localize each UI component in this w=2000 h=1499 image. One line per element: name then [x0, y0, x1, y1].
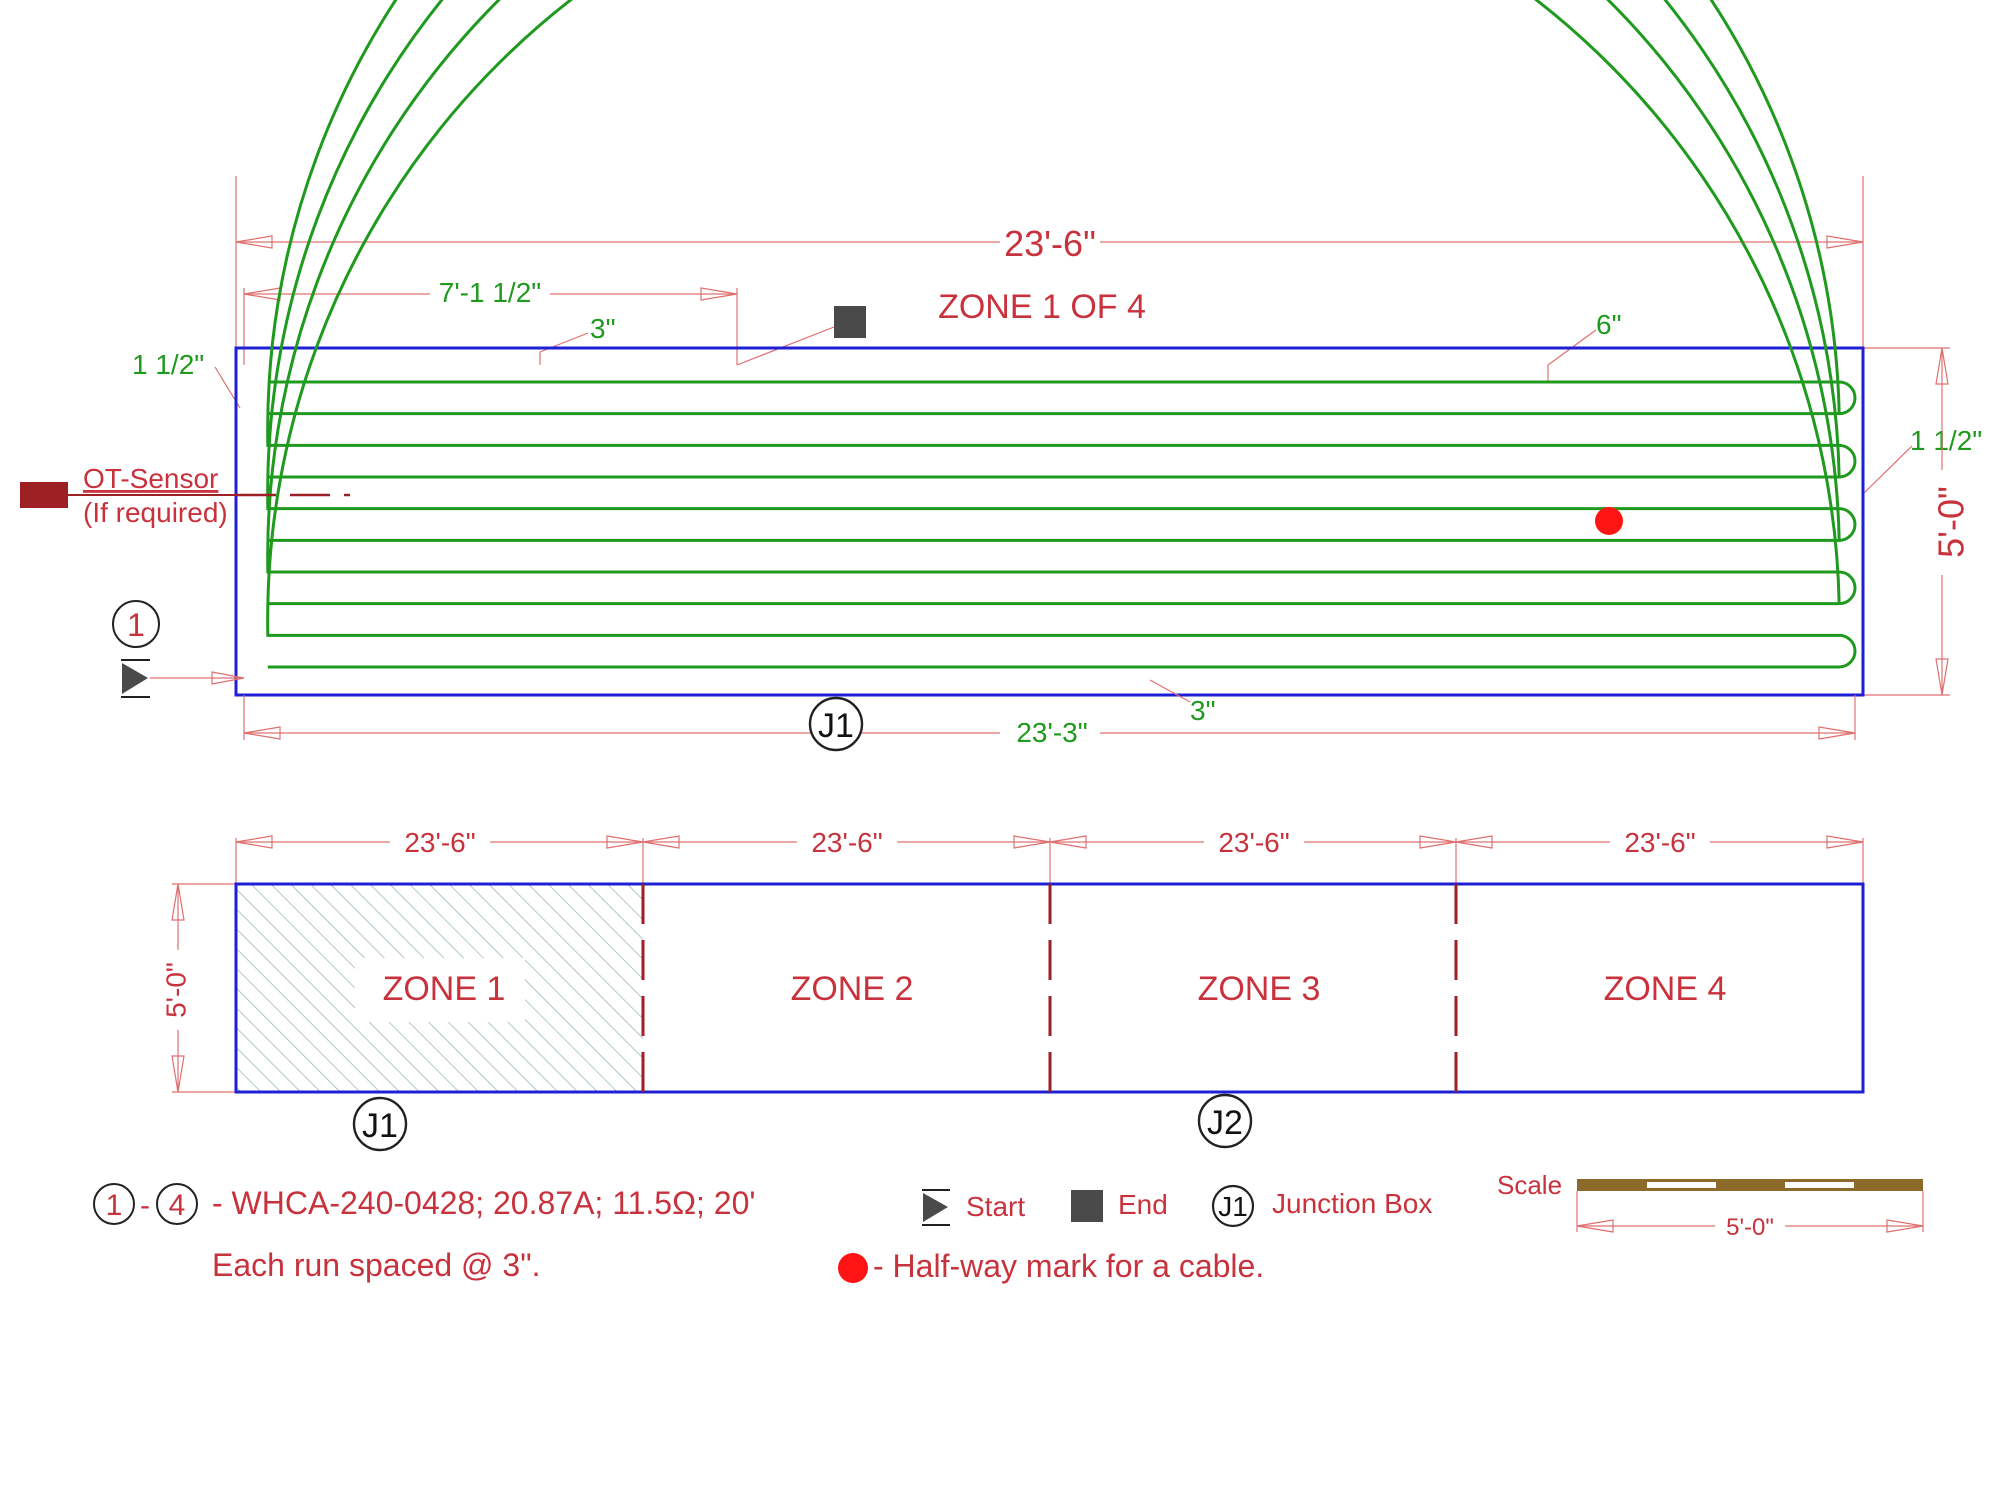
- cable-number-circle: [112, 600, 160, 648]
- svg-text:-: -: [140, 1189, 150, 1222]
- legend: 1 - 4 - WHCA-240-0428; 20.87A; 11.5Ω; 20…: [93, 1170, 1924, 1284]
- scale-bar: [1577, 1179, 1923, 1191]
- legend-end-label: End: [1118, 1189, 1168, 1220]
- scale-dimension: [1576, 1191, 1924, 1233]
- overview-height-dimension: [171, 883, 236, 1093]
- cable-range: 1 - 4: [93, 1183, 198, 1225]
- zone-4-label: ZONE 4: [1604, 970, 1727, 1008]
- svg-text:J1: J1: [362, 1107, 398, 1145]
- bottom-spacing-leader: [1149, 679, 1191, 703]
- end-marker-square: [834, 306, 866, 338]
- zone-3-width-label: 23'-6": [1218, 827, 1289, 858]
- overall-width-label: 23'-6": [1004, 223, 1096, 264]
- zone-2-width-label: 23'-6": [811, 827, 882, 858]
- scale-length-label: 5'-0": [1726, 1214, 1774, 1241]
- legend-start-icon: [922, 1189, 950, 1226]
- heating-cable-serpentine: [266, 0, 1857, 669]
- sensor-label: OT-Sensor: [83, 463, 218, 494]
- zone-3-label: ZONE 3: [1198, 970, 1321, 1008]
- first-run-length-label: 7'-1 1/2": [439, 277, 541, 308]
- junction-j1-icon: J1: [352, 1096, 408, 1152]
- svg-text:1: 1: [106, 1189, 123, 1222]
- zone-title: ZONE 1 OF 4: [938, 288, 1146, 326]
- spacing-top-label: 3": [590, 313, 616, 344]
- scale-label: Scale: [1497, 1170, 1562, 1200]
- cable-spec: - WHCA-240-0428; 20.87A; 11.5Ω; 20': [212, 1185, 756, 1221]
- spacing-note: Each run spaced @ 3".: [212, 1247, 540, 1283]
- bottom-spacing-label: 3": [1190, 695, 1216, 726]
- junction-j2-icon: J2: [1197, 1093, 1253, 1149]
- zone-dividers: [641, 884, 1458, 1092]
- cable-run-length-label: 23'-3": [1016, 717, 1087, 748]
- zone-detail-view: 23'-6" 7'-1 1/2" 3" ZONE 1 OF 4 6": [20, 0, 1982, 752]
- edge-right-leader: [1862, 445, 1913, 495]
- edge-left-label: 1 1/2": [132, 349, 204, 380]
- top-offset-label: 6": [1596, 309, 1622, 340]
- legend-end-icon: [1071, 1190, 1103, 1222]
- legend-junction-icon: J1: [1211, 1184, 1255, 1228]
- start-arrow: [150, 671, 245, 685]
- overview-height-label: 5'-0": [160, 962, 191, 1018]
- zone-outline: [234, 346, 1865, 697]
- detail-height-dimension: [1863, 347, 1950, 696]
- legend-halfway-icon: [838, 1253, 868, 1283]
- legend-halfway-label: - Half-way mark for a cable.: [873, 1248, 1264, 1284]
- svg-text:J2: J2: [1207, 1104, 1243, 1142]
- zone-4-width-label: 23'-6": [1624, 827, 1695, 858]
- cable-number-label: 1: [127, 607, 145, 643]
- detail-height-label: 5'-0": [1931, 486, 1972, 558]
- end-marker-leader: [736, 326, 835, 366]
- zone-1-width-label: 23'-6": [404, 827, 475, 858]
- edge-right-label: 1 1/2": [1910, 425, 1982, 456]
- zone-2-label: ZONE 2: [791, 970, 914, 1008]
- sensor-note: (If required): [83, 497, 228, 528]
- top-offset-leader: [1547, 329, 1597, 382]
- zones-overview: 23'-6" 23'-6" 23'-6" 23'-6" 5'-0" ZONE 1…: [160, 826, 1865, 1152]
- halfway-marker: [1595, 507, 1623, 535]
- zone-1-label: ZONE 1: [383, 970, 506, 1008]
- junction-box-icon: J1: [808, 696, 864, 752]
- zone-width-dimensions: [235, 835, 1864, 884]
- svg-text:J1: J1: [818, 707, 854, 745]
- legend-start-label: Start: [966, 1191, 1025, 1222]
- svg-text:J1: J1: [1218, 1191, 1248, 1222]
- sensor-block: [20, 482, 68, 508]
- svg-text:4: 4: [169, 1189, 186, 1222]
- legend-junction-label: Junction Box: [1272, 1188, 1432, 1219]
- cable-run-dimension: [243, 695, 1856, 740]
- start-marker-icon: [121, 659, 150, 698]
